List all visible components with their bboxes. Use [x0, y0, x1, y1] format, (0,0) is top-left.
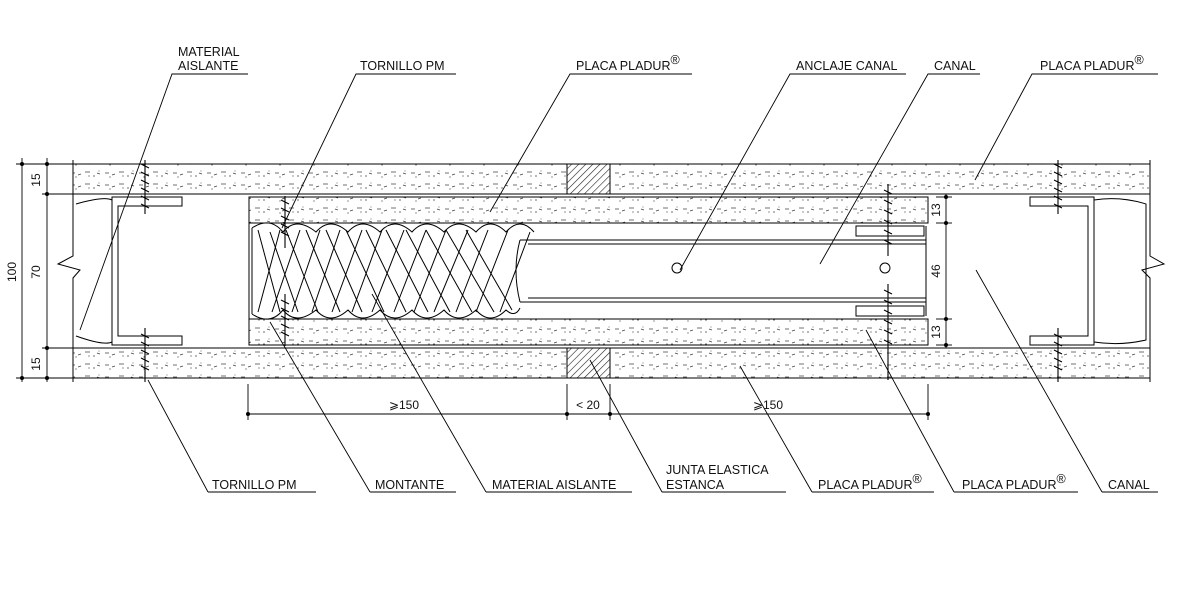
dim-board-top: 15 — [29, 173, 43, 187]
label-junta-elastica-1: JUNTA ELASTICA — [666, 463, 769, 477]
label-material-aislante-top-2: AISLANTE — [178, 59, 238, 73]
outer-boards — [72, 163, 1151, 379]
dimension-ticks — [20, 162, 948, 416]
label-placa-pladur-bottom-2: PLACA PLADUR® — [962, 472, 1066, 492]
break-lines — [56, 160, 1166, 382]
board-bottom-left — [72, 347, 568, 379]
board-inner-bottom — [248, 318, 929, 346]
channel — [515, 225, 927, 317]
dim-board-inner-bottom: 13 — [929, 325, 943, 339]
dim-board-inner-top: 13 — [929, 203, 943, 217]
label-canal-top: CANAL — [934, 59, 976, 73]
board-top-left — [72, 163, 568, 195]
dim-gap: < 20 — [576, 398, 600, 412]
screws — [140, 160, 1063, 382]
label-placa-pladur-top-2: PLACA PLADUR® — [1040, 53, 1144, 73]
label-material-aislante-top-1: MATERIAL — [178, 45, 240, 59]
label-junta-elastica-2: ESTANCA — [666, 478, 725, 492]
dim-core: 70 — [29, 265, 43, 279]
anchor-circle — [671, 262, 683, 274]
board-bottom-right — [609, 347, 1151, 379]
dim-total: 100 — [5, 262, 19, 282]
leader-lines — [79, 73, 1158, 493]
label-canal-bottom: CANAL — [1108, 478, 1150, 492]
stud-left — [111, 196, 183, 346]
label-material-aislante-bottom: MATERIAL AISLANTE — [492, 478, 616, 492]
label-tornillo-pm-top: TORNILLO PM — [360, 59, 445, 73]
label-placa-pladur-top-1: PLACA PLADUR® — [576, 53, 680, 73]
joint-bottom — [566, 347, 611, 379]
label-montante: MONTANTE — [375, 478, 444, 492]
dimension-lines — [16, 158, 952, 420]
label-placa-pladur-bottom-1: PLACA PLADUR® — [818, 472, 922, 492]
inner-boards — [248, 196, 929, 346]
dim-board-bottom: 15 — [29, 357, 43, 371]
board-top-right — [609, 163, 1151, 195]
dim-spacing-left: ⩾150 — [389, 398, 419, 412]
board-inner-top — [248, 196, 929, 224]
label-anclaje-canal: ANCLAJE CANAL — [796, 59, 897, 73]
label-tornillo-pm-bottom: TORNILLO PM — [212, 478, 297, 492]
stud-right — [1029, 196, 1095, 346]
joint-top — [566, 163, 611, 195]
dim-channel: 46 — [929, 264, 943, 278]
dim-spacing-right: ⩾150 — [753, 398, 783, 412]
studs — [75, 196, 1147, 346]
insulation — [251, 222, 535, 320]
